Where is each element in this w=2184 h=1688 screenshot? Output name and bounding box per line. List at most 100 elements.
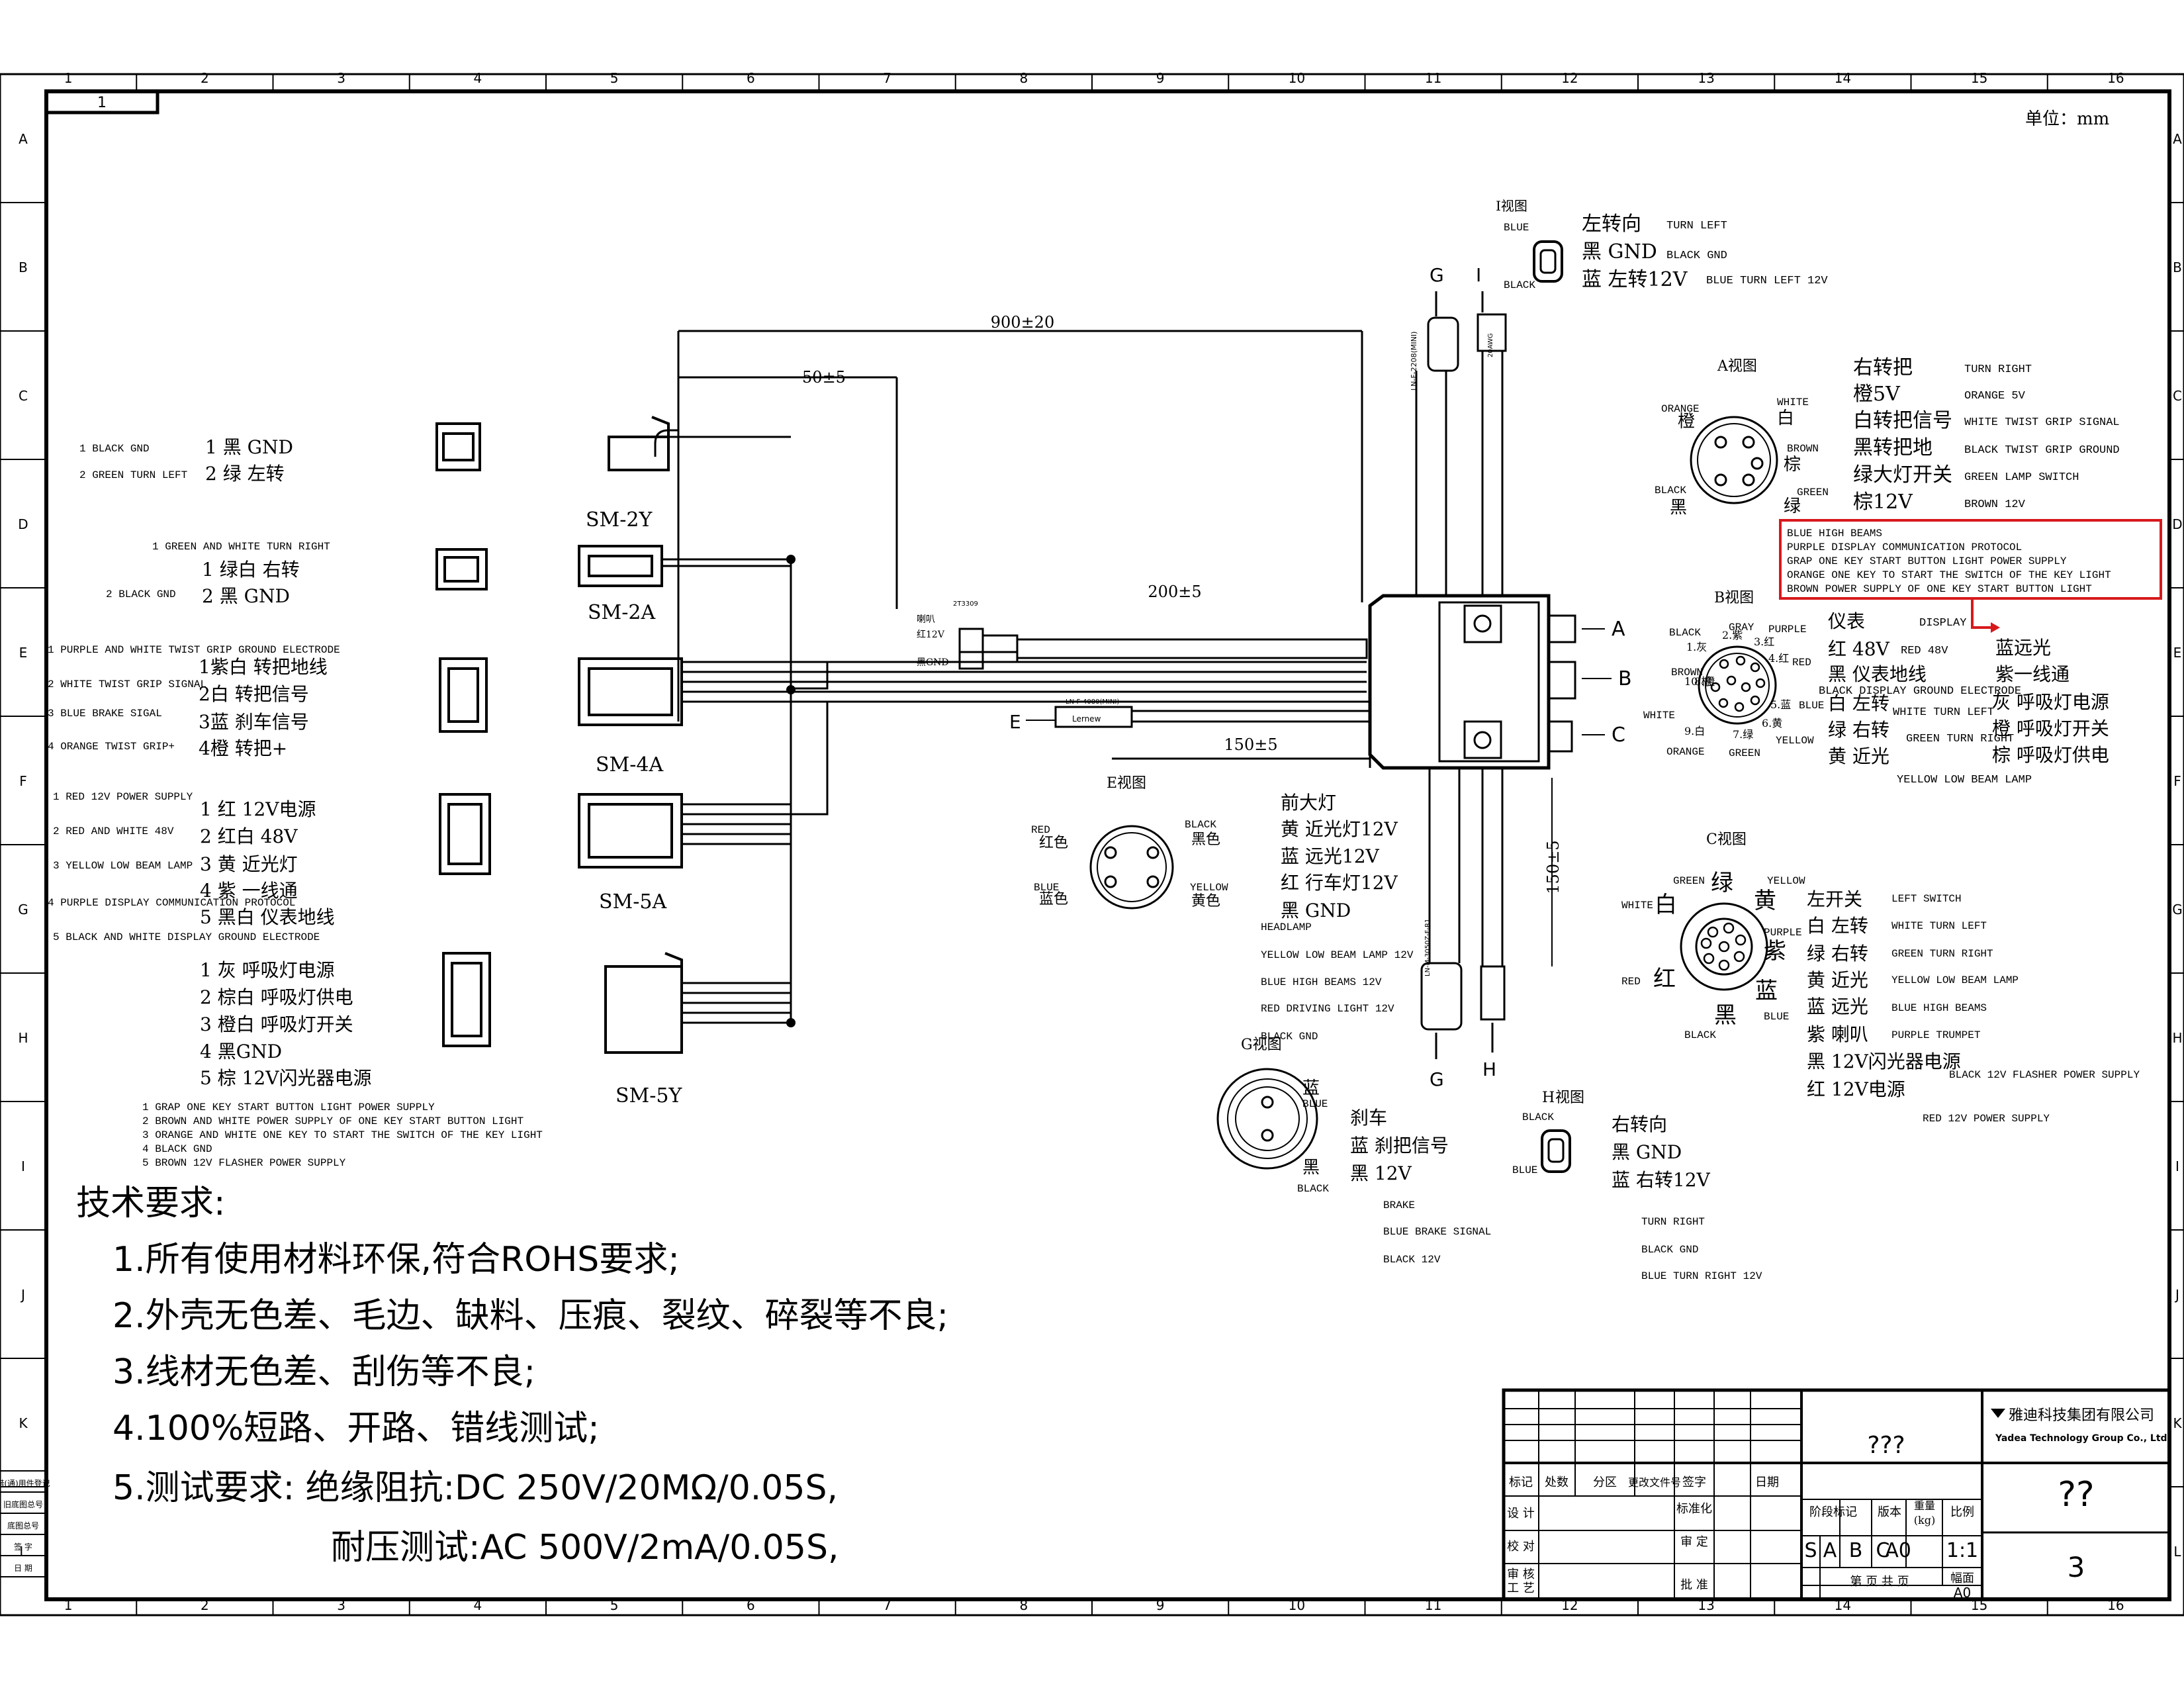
pin-cn: 4 紫 一线通 bbox=[200, 880, 298, 902]
pin-color: GREEN bbox=[1797, 487, 1829, 498]
row-marker: A bbox=[2173, 131, 2182, 147]
pin-cn: 黑 仪表地线 bbox=[1828, 663, 1927, 685]
pin-cn: 蓝 左转12V bbox=[1582, 268, 1688, 291]
tech-item: 2.外壳无色差、毛边、缺料、压痕、裂纹、碎裂等不良; bbox=[113, 1296, 948, 1336]
column-marker: 6 bbox=[747, 1597, 755, 1613]
row-marker: K bbox=[19, 1415, 28, 1431]
pin-en: 2 BLACK GND bbox=[106, 588, 176, 600]
tech-item: 3.线材无色差、刮伤等不良; bbox=[113, 1352, 535, 1392]
pin-en: RED DRIVING LIGHT 12V bbox=[1261, 1003, 1394, 1015]
pin-color: RED bbox=[1031, 824, 1050, 836]
pin-en: WHITE TURN LEFT bbox=[1893, 706, 1994, 719]
splice-dot bbox=[786, 555, 796, 564]
view-c: C视图 GREEN 绿 YELLOW 黄 WHITE 白 PURPLE 紫 RE… bbox=[1621, 831, 2140, 1125]
pin-en: BLUE TURN RIGHT 12V bbox=[1641, 1270, 1762, 1282]
row-marker: I bbox=[2175, 1158, 2179, 1174]
pin-cn: 绿 右转 bbox=[1828, 719, 1889, 741]
pin-number: 9.白 bbox=[1684, 725, 1705, 737]
row-marker: E bbox=[19, 645, 28, 661]
connector-sm-2y-name: SM-2Y bbox=[586, 508, 653, 532]
pin-color: BLUE bbox=[1302, 1098, 1328, 1110]
pin-cn: 红 bbox=[1653, 966, 1676, 992]
pin-color: BLACK bbox=[1297, 1183, 1329, 1195]
pin-en: DISPLAY bbox=[1919, 617, 1966, 630]
pin-cn: 红色 bbox=[1039, 835, 1068, 851]
pin-color: BLACK bbox=[1504, 279, 1535, 291]
drawing-name: ??? bbox=[1867, 1432, 1905, 1459]
strip-label: 日 期 bbox=[14, 1564, 32, 1573]
row-marker: C bbox=[2173, 388, 2182, 404]
pin-cn: 紫 喇叭 bbox=[1807, 1023, 1868, 1045]
row-marker: F bbox=[2173, 773, 2181, 789]
pin-cn: 1 黑 GND bbox=[205, 436, 293, 458]
column-markers: 1122334455667788991010111112121313141415… bbox=[64, 70, 2124, 1615]
pin-color: GREEN bbox=[1673, 875, 1705, 887]
pin-cn: 黑 bbox=[1302, 1158, 1320, 1178]
pin-number: 10.棕 bbox=[1684, 675, 1711, 688]
weight-unit: (kg) bbox=[1914, 1514, 1935, 1526]
pin-en: 3 YELLOW LOW BEAM LAMP bbox=[53, 860, 193, 872]
pin-cn: 4 黑GND bbox=[200, 1041, 282, 1062]
pin-en: YELLOW LOW BEAM LAMP 12V bbox=[1261, 949, 1414, 961]
pin-cn: 黑 bbox=[1670, 498, 1687, 518]
view-title: 视图 bbox=[1555, 1090, 1584, 1106]
column-marker: 3 bbox=[337, 70, 345, 86]
row-marker: K bbox=[2173, 1415, 2182, 1431]
row-marker: L bbox=[2173, 1544, 2181, 1560]
pin-en: 1 GRAP ONE KEY START BUTTON LIGHT POWER … bbox=[142, 1102, 435, 1113]
pin-number: 5.蓝 bbox=[1770, 698, 1791, 711]
company-name-cn: 雅迪科技集团有限公司 bbox=[2009, 1407, 2154, 1424]
pin-en: YELLOW LOW BEAM LAMP bbox=[1891, 974, 2019, 986]
pin-en: BLACK GND bbox=[1641, 1244, 1698, 1256]
pin-cn: 灰 呼吸灯电源 bbox=[1992, 691, 2109, 713]
title-block bbox=[1502, 1388, 2171, 1601]
pin-color: BLUE bbox=[1512, 1164, 1537, 1176]
pin-color: RED bbox=[1792, 657, 1811, 669]
pin-color: RED bbox=[1621, 976, 1641, 988]
pin-cn: 2白 转把信号 bbox=[199, 683, 309, 705]
row-marker: H bbox=[2172, 1030, 2182, 1046]
drawing-code: ?? bbox=[2058, 1475, 2094, 1515]
column-marker: 1 bbox=[64, 70, 73, 86]
pin-color: BLACK bbox=[1522, 1111, 1554, 1123]
unit-label: 单位：mm bbox=[2025, 109, 2109, 129]
pin-cn: 1紫白 转把地线 bbox=[199, 656, 328, 678]
dimension-50: 50±5 bbox=[802, 368, 846, 387]
pin-cn: 棕 bbox=[1784, 455, 1801, 475]
pin-en: BLACK DISPLAY GROUND ELECTRODE bbox=[1819, 685, 2021, 698]
pin-en: 2 BROWN AND WHITE POWER SUPPLY OF ONE KE… bbox=[142, 1115, 523, 1127]
pin-en: BLUE HIGH BEAMS bbox=[1891, 1002, 1987, 1014]
sm-2y-pins: 1 BLACK GND 2 GREEN TURN LEFT 1 黑 GND 2 … bbox=[79, 436, 293, 485]
pin-color: BLACK bbox=[1185, 819, 1216, 831]
column-marker: 4 bbox=[474, 70, 482, 86]
tech-item: 耐压测试:AC 500V/2mA/0.05S, bbox=[331, 1528, 839, 1568]
pin-number: 1.灰 bbox=[1686, 641, 1707, 653]
lernew-label: Lernew bbox=[1072, 714, 1101, 724]
stage-mark: C bbox=[1876, 1539, 1890, 1562]
view-title: B视图 bbox=[1714, 590, 1754, 606]
view-e: E视图 RED 红色 BLACK 黑色 BLUE 蓝色 YELLOW 黄色 前大… bbox=[1031, 775, 1414, 1043]
column-marker: 9 bbox=[1156, 1597, 1165, 1613]
sheet-tab bbox=[44, 89, 159, 115]
pin-cn: 绿大灯开关 bbox=[1853, 463, 1952, 487]
pin-cn: 绿 bbox=[1711, 870, 1733, 896]
pin-cn: 3 黄 近光灯 bbox=[200, 853, 298, 875]
column-marker: 6 bbox=[747, 70, 755, 86]
pin-cn: 2 绿 左转 bbox=[205, 463, 285, 485]
view-a: A视图 ORANGE 橙 WHITE 白 BROWN 棕 BLACK 黑 GRE… bbox=[1655, 356, 2120, 518]
title-role: 校 对 bbox=[1507, 1540, 1535, 1554]
column-marker: 10 bbox=[1289, 1597, 1305, 1613]
pin-cn: 3 橙白 呼吸灯开关 bbox=[200, 1013, 353, 1035]
row-marker: D bbox=[2172, 516, 2182, 532]
pin-cn: 右转向 bbox=[1612, 1113, 1667, 1135]
pin-cn: 紫一线通 bbox=[1995, 663, 2070, 685]
pin-color: WHITE bbox=[1777, 397, 1809, 408]
view-title: A视图 bbox=[1717, 358, 1757, 375]
pin-en: WHITE TWIST GRIP SIGNAL bbox=[1964, 416, 2120, 429]
marker-g-bottom: G bbox=[1430, 1068, 1444, 1090]
pin-cn: 黄 近光灯12V bbox=[1281, 818, 1398, 840]
row-marker: G bbox=[18, 902, 28, 917]
pin-en: 1 GREEN AND WHITE TURN RIGHT bbox=[152, 541, 330, 553]
